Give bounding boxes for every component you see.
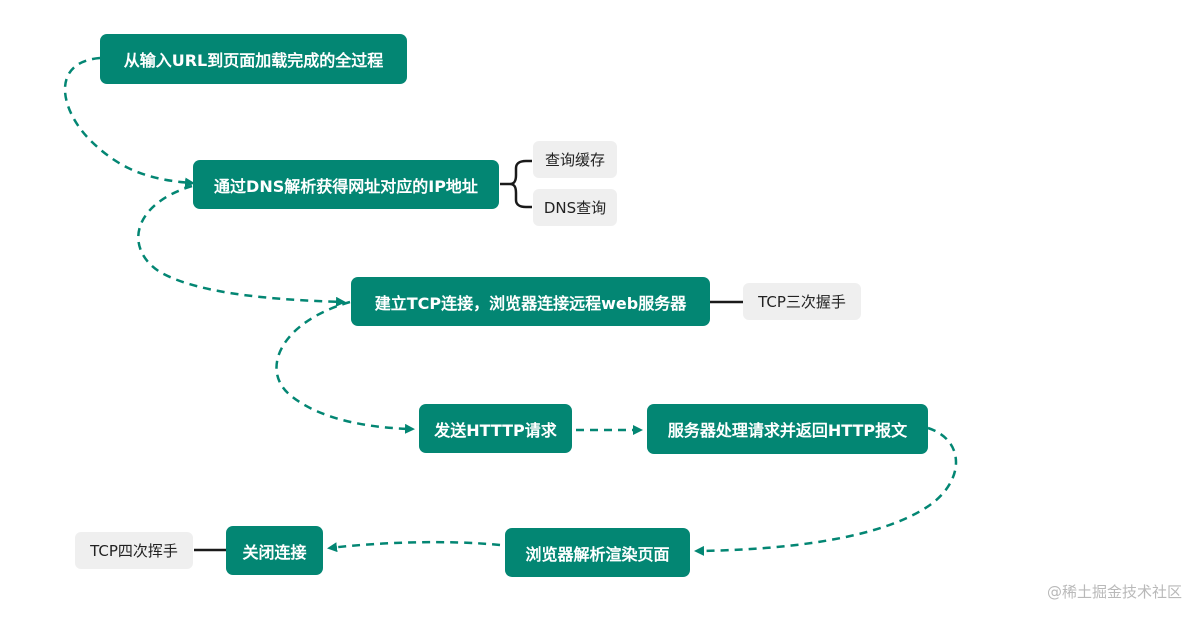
node-server-response: 服务器处理请求并返回HTTP报文 — [647, 404, 928, 454]
node-browser-render: 浏览器解析渲染页面 — [505, 528, 690, 577]
branch-dns — [500, 159, 532, 209]
node-root-title: 从输入URL到页面加载完成的全过程 — [100, 34, 407, 84]
subnode-cache-query: 查询缓存 — [533, 141, 617, 178]
node-tcp-connection: 建立TCP连接，浏览器连接远程web服务器 — [351, 277, 710, 326]
watermark-text: @稀土掘金技术社区 — [1046, 583, 1182, 601]
subnode-tcp-handshake: TCP三次握手 — [743, 283, 861, 320]
connector-render-to-close — [327, 540, 501, 553]
subnode-tcp-wave: TCP四次挥手 — [75, 532, 193, 569]
subnode-dns-query: DNS查询 — [533, 189, 617, 226]
node-http-request: 发送HTTTP请求 — [419, 404, 572, 453]
node-close-connection: 关闭连接 — [226, 526, 323, 575]
node-dns-resolution: 通过DNS解析获得网址对应的IP地址 — [193, 160, 499, 209]
